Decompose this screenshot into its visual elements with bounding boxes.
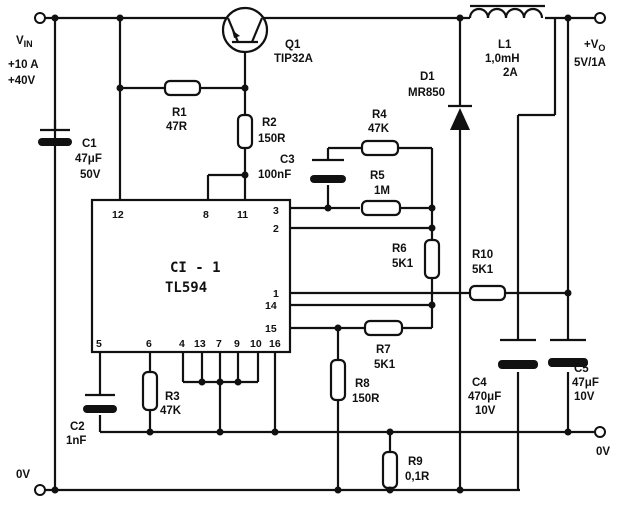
ic-tl594: CI - 1 TL594 12 8 11 3 2 1 14 15 5 6 4 1… (90, 198, 292, 354)
d1-ref: D1 (420, 71, 435, 83)
r8-value: 150R (352, 393, 380, 405)
pin-12: 12 (112, 209, 124, 221)
c5-rating: 10V (574, 391, 595, 403)
capacitor-c2: C2 1nF (66, 393, 117, 447)
output-labels: +VO 5V/1A 0V (574, 39, 610, 458)
vin-current: +10 A (8, 59, 39, 71)
resistor-r5: R5 1M (360, 170, 402, 217)
r6-value: 5K1 (392, 258, 414, 270)
transistor-q1: Q1 TIP32A (221, 6, 313, 65)
pin-11: 11 (237, 209, 248, 221)
r2-ref: R2 (262, 117, 277, 129)
r5-value: 1M (374, 185, 390, 197)
c1-rating: 50V (80, 169, 101, 181)
r5-ref: R5 (370, 170, 385, 182)
junctions (51, 14, 572, 494)
pin-7: 7 (216, 338, 222, 350)
pin-15: 15 (265, 323, 277, 335)
c1-ref: C1 (82, 138, 97, 150)
pin-16: 16 (269, 338, 281, 350)
r10-ref: R10 (472, 249, 493, 261)
l1-value: 1,0mH (485, 53, 520, 65)
l1-rating: 2A (503, 67, 518, 79)
ic-name: CI - 1 (170, 260, 221, 276)
wiring (40, 16, 598, 492)
r3-ref: R3 (165, 391, 180, 403)
diode-d1: D1 MR850 (408, 71, 472, 130)
capacitor-c5: C5 47μF 10V (548, 338, 599, 403)
capacitor-c4: C4 470μF 10V (468, 338, 538, 417)
resistor-r2: R2 150R (236, 113, 286, 150)
vout-rating: 5V/1A (574, 57, 606, 69)
pin-10: 10 (250, 338, 262, 350)
resistor-r4: R4 47K (360, 109, 400, 157)
pin-9: 9 (234, 338, 240, 350)
vin-label: VIN (16, 35, 33, 49)
ic-part: TL594 (165, 280, 207, 296)
r1-ref: R1 (172, 107, 187, 119)
r3-value: 47K (160, 405, 182, 417)
output-ground-terminal (594, 426, 606, 438)
pin-2: 2 (273, 223, 279, 235)
r7-ref: R7 (376, 344, 391, 356)
input-labels: VIN +10 A +40V 0V (8, 35, 39, 481)
pin-1: 1 (273, 288, 279, 300)
q1-value: TIP32A (274, 53, 313, 65)
r4-ref: R4 (372, 109, 387, 121)
resistor-r3: R3 47K (141, 370, 182, 417)
c5-value: 47μF (572, 377, 599, 389)
r6-ref: R6 (392, 243, 407, 255)
pin-3: 3 (273, 205, 279, 217)
r2-value: 150R (258, 133, 286, 145)
c4-value: 470μF (468, 391, 501, 403)
c2-value: 1nF (66, 435, 86, 447)
input-ground-terminal (34, 484, 46, 496)
capacitor-c3: C3 100nF (258, 154, 346, 183)
vin-voltage: +40V (8, 75, 36, 87)
r7-value: 5K1 (374, 359, 396, 371)
c5-ref: C5 (574, 363, 589, 375)
capacitor-c1: C1 47μF 50V (38, 128, 102, 181)
resistor-r10: R10 5K1 (468, 249, 507, 302)
input-ground-label: 0V (16, 469, 30, 481)
terminals (34, 12, 606, 496)
r9-value: 0,1R (405, 471, 430, 483)
pin-6: 6 (146, 338, 152, 350)
inductor-l1: L1 1,0mH 2A (468, 4, 545, 79)
vout-terminal (594, 12, 606, 24)
resistor-r8: R8 150R (329, 358, 380, 405)
c4-rating: 10V (475, 405, 496, 417)
r4-value: 47K (368, 123, 390, 135)
vin-terminal (34, 12, 46, 24)
vout-label: +VO (584, 39, 605, 53)
pin-5: 5 (96, 338, 102, 350)
c3-ref: C3 (280, 154, 295, 166)
q1-ref: Q1 (285, 39, 301, 51)
r10-value: 5K1 (472, 264, 494, 276)
r9-ref: R9 (408, 456, 423, 468)
c4-ref: C4 (472, 377, 487, 389)
pin-4: 4 (179, 338, 185, 350)
resistor-r1: R1 47R (163, 79, 202, 133)
resistor-r6: R6 5K1 (392, 238, 441, 280)
c1-value: 47μF (75, 153, 102, 165)
c2-ref: C2 (70, 421, 85, 433)
l1-ref: L1 (498, 39, 512, 51)
pin-14: 14 (265, 300, 277, 312)
r8-ref: R8 (355, 378, 370, 390)
pin-13: 13 (194, 338, 206, 350)
d1-value: MR850 (408, 87, 445, 99)
output-ground-label: 0V (596, 446, 610, 458)
r1-value: 47R (166, 121, 188, 133)
resistor-r9: R9 0,1R (381, 450, 430, 490)
resistor-r7: R7 5K1 (363, 319, 404, 371)
c3-value: 100nF (258, 169, 291, 181)
pin-8: 8 (203, 209, 209, 221)
